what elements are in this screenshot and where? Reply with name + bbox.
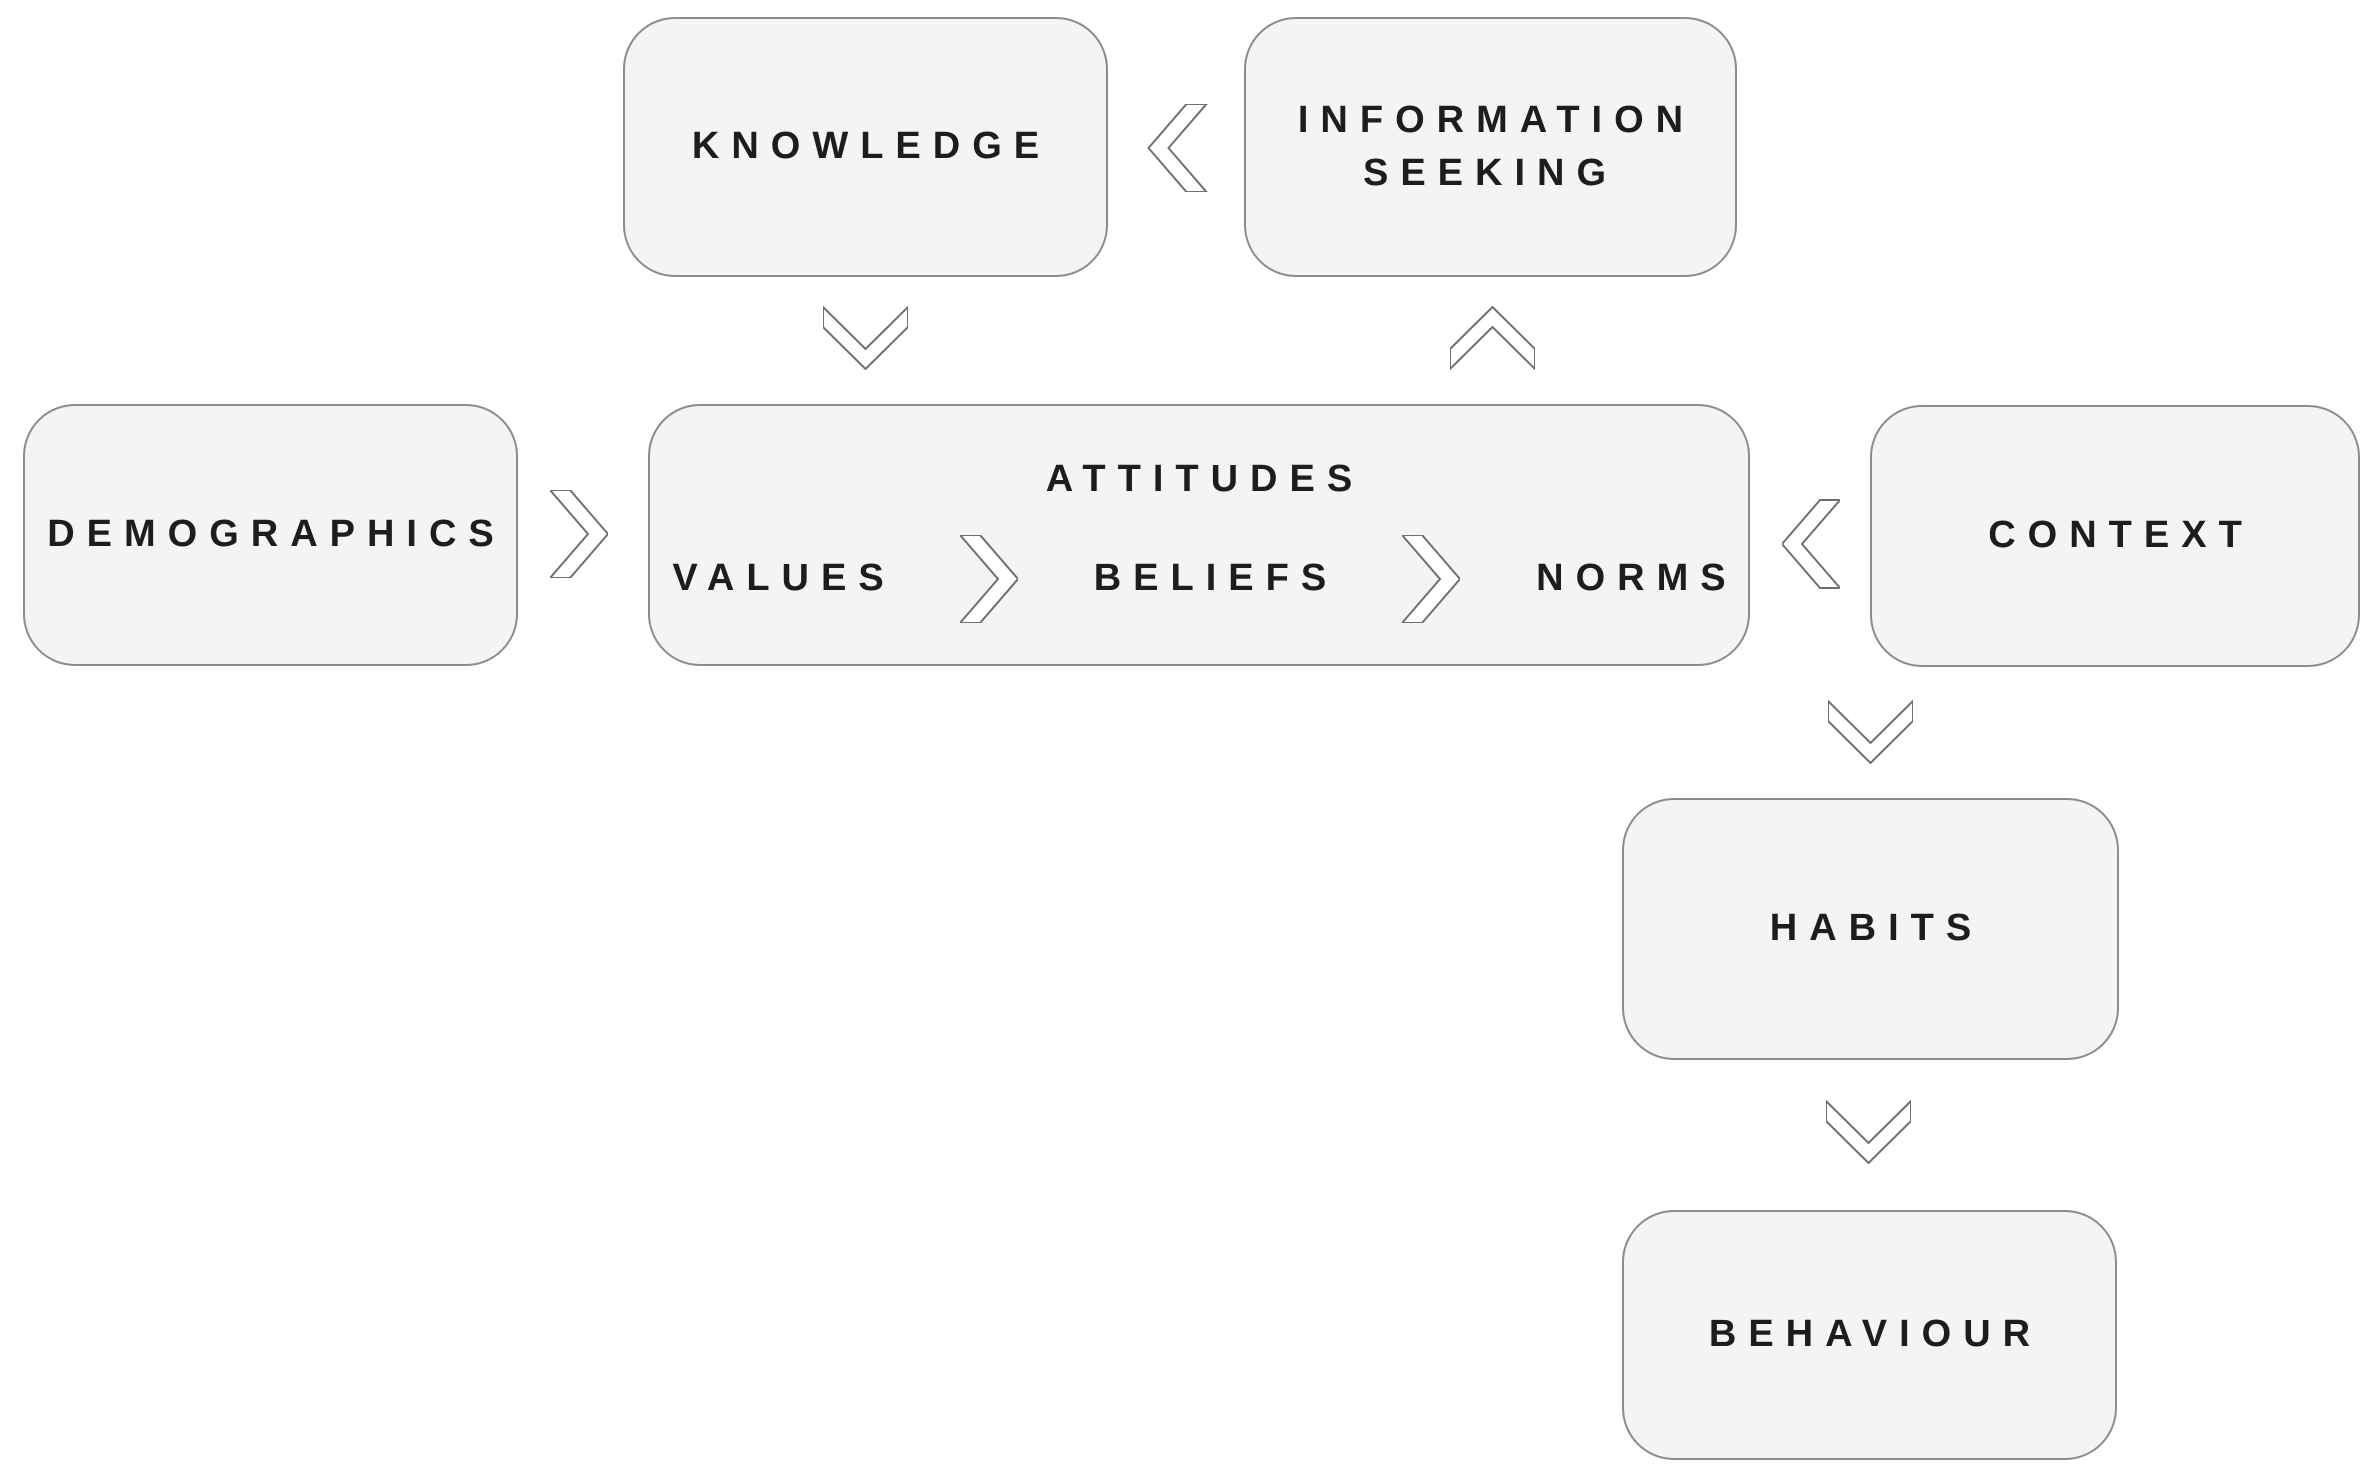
chevron-right-icon	[1402, 534, 1461, 623]
knowledge-label: KNOWLEDGE	[691, 125, 1052, 168]
demographics-label: DEMOGRAPHICS	[47, 513, 506, 556]
chevron-left-icon	[1782, 499, 1840, 589]
node-context: CONTEXT	[1870, 405, 2360, 667]
attitudes-title: ATTITUDES	[1045, 458, 1365, 501]
chevron-right-icon	[959, 534, 1018, 623]
chevron-down-icon	[1828, 700, 1913, 764]
node-information-seeking: INFORMATION SEEKING	[1244, 17, 1737, 277]
chevron-up-icon	[1450, 306, 1535, 370]
node-demographics: DEMOGRAPHICS	[23, 404, 518, 666]
node-habits: HABITS	[1622, 798, 2119, 1060]
node-knowledge: KNOWLEDGE	[623, 17, 1108, 277]
node-behaviour: BEHAVIOUR	[1622, 1210, 2117, 1460]
chevron-right-icon	[550, 490, 608, 578]
node-attitudes: ATTITUDES VALUES BELIEFS NORMS	[648, 404, 1750, 666]
context-label: CONTEXT	[1988, 514, 2254, 557]
attitudes-sub-row: VALUES BELIEFS NORMS	[660, 534, 1738, 623]
habits-label: HABITS	[1769, 907, 1984, 950]
behaviour-label: BEHAVIOUR	[1708, 1313, 2043, 1356]
chevron-down-icon	[1826, 1100, 1911, 1164]
chevron-down-icon	[823, 306, 908, 370]
information-seeking-label: INFORMATION SEEKING	[1297, 98, 1696, 194]
beliefs-label: BELIEFS	[1093, 557, 1339, 599]
values-label: VALUES	[672, 557, 896, 599]
norms-label: NORMS	[1536, 557, 1738, 599]
chevron-left-icon	[1147, 104, 1208, 192]
